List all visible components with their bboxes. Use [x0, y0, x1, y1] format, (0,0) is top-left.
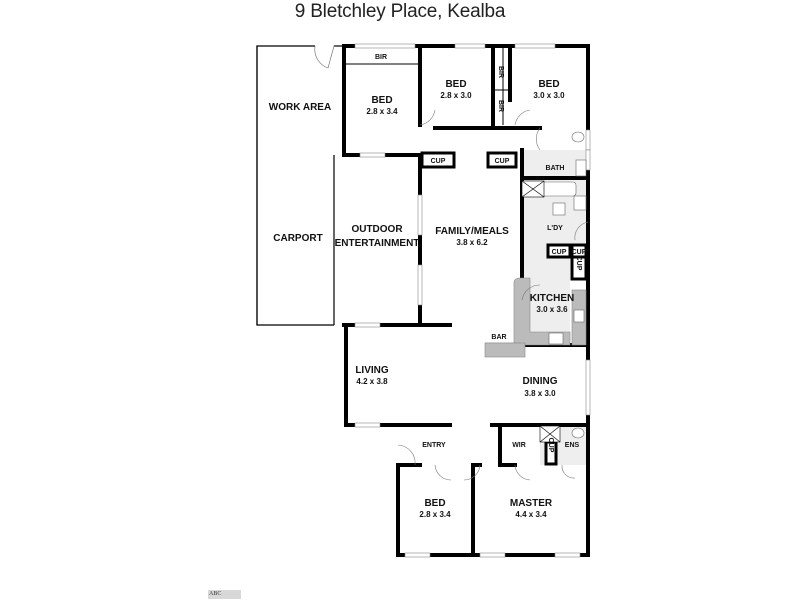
cup6-label: CUP — [547, 438, 554, 453]
laundry-label: L'DY — [547, 225, 563, 232]
master-label: MASTER — [510, 498, 553, 509]
work-area-label: WORK AREA — [269, 102, 331, 113]
carport-outline — [256, 45, 344, 326]
page-title: 9 Bletchley Place, Kealba — [294, 1, 506, 22]
kitchen-size: 3.0 x 3.6 — [536, 305, 568, 314]
shower-icon — [521, 180, 561, 443]
bir-label-2b: BIR — [497, 100, 504, 112]
cup2-label: CUP — [495, 158, 510, 165]
living-size: 4.2 x 3.8 — [356, 377, 388, 386]
outdoor-label-2: ENTERTAINMENT — [335, 238, 420, 249]
bir-label: BIR — [375, 54, 387, 61]
entry-label: ENTRY — [422, 442, 446, 449]
cup5-label: CUP — [575, 256, 582, 271]
dining-label: DINING — [523, 376, 558, 387]
bed4-label: BED — [424, 498, 445, 509]
door-swing — [314, 45, 335, 69]
bed4-size: 2.8 x 3.4 — [419, 510, 451, 519]
cup1-label: CUP — [431, 158, 446, 165]
ens-label: ENS — [565, 442, 580, 449]
bed1-label: BED — [371, 95, 392, 106]
bed3-size: 3.0 x 3.0 — [533, 91, 565, 100]
dining-size: 3.8 x 3.0 — [524, 389, 556, 398]
kitchen-label: KITCHEN — [530, 293, 574, 304]
logo: ABC — [208, 590, 241, 599]
master-size: 4.4 x 3.4 — [515, 510, 547, 519]
cup4-label: CUP — [572, 249, 587, 256]
bed3-label: BED — [538, 79, 559, 90]
kitchen-benches — [484, 277, 587, 358]
carport-label: CARPORT — [273, 233, 322, 244]
bir-partitions — [346, 48, 510, 125]
cupboards — [420, 151, 588, 466]
bir-label-2a: BIR — [497, 66, 504, 78]
bar-label: BAR — [491, 334, 506, 341]
door-swings — [397, 109, 589, 481]
living-label: LIVING — [355, 365, 389, 376]
bed2-size: 2.8 x 3.0 — [440, 91, 472, 100]
bed2-label: BED — [445, 79, 466, 90]
family-label: FAMILY/MEALS — [435, 226, 509, 237]
outdoor-label-1: OUTDOOR — [351, 224, 403, 235]
cup3-label: CUP — [552, 249, 567, 256]
windows — [354, 43, 591, 558]
bath-label: BATH — [546, 165, 565, 172]
family-size: 3.8 x 6.2 — [456, 238, 488, 247]
bed1-size: 2.8 x 3.4 — [366, 107, 398, 116]
wir-label: WIR — [512, 442, 526, 449]
